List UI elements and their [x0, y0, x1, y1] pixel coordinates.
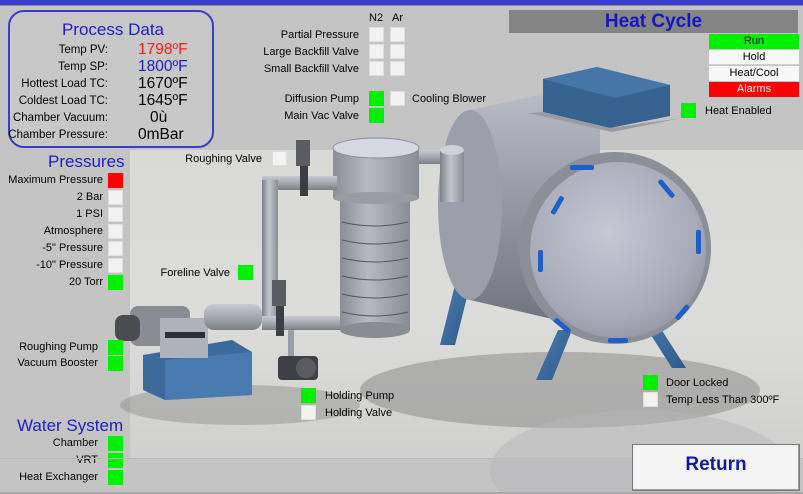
diffusion-pump-indicator — [369, 91, 384, 106]
foreline-valve-indicator — [238, 265, 253, 280]
temp-pv-label: Temp PV: — [58, 44, 108, 56]
door-locked-label: Door Locked — [666, 377, 729, 389]
large-backfill-valve-label: Large Backfill Valve — [263, 46, 359, 58]
holding-pump-indicator — [301, 388, 316, 403]
holding-valve-indicator — [301, 405, 316, 420]
holding-valve-label: Holding Valve — [325, 407, 393, 419]
1-psi-label: 1 PSI — [76, 208, 103, 220]
minus-5-pressure-label: -5" Pressure — [42, 242, 103, 254]
ar-column-header: Ar — [392, 12, 403, 24]
water-vrt-indicator — [108, 453, 123, 468]
heat-exchanger-label: Heat Exchanger — [19, 471, 98, 483]
maximum-pressure-label: Maximum Pressure — [8, 174, 103, 186]
bottom-border — [0, 492, 803, 494]
state-hold[interactable]: Hold — [709, 50, 799, 65]
roughing-pump-indicator — [108, 340, 123, 355]
water-system-title: Water System — [17, 416, 124, 435]
2-bar-label: 2 Bar — [76, 191, 103, 203]
state-alarms[interactable]: Alarms — [709, 82, 799, 97]
atmosphere-indicator — [108, 224, 123, 239]
minus-10-pressure-indicator — [108, 258, 123, 273]
water-chamber-label: Chamber — [52, 437, 98, 449]
coldest-load-tc-value: 1645ºF — [138, 92, 188, 109]
holding-pump-label: Holding Pump — [325, 390, 395, 402]
floor-divider — [0, 458, 803, 459]
chamber-pressure-value: 0mBar — [138, 126, 184, 143]
small-backfill-n2-indicator — [369, 61, 384, 76]
heat-enabled-label: Heat Enabled — [705, 105, 772, 117]
pressures-title: Pressures — [48, 152, 125, 171]
partial-pressure-ar-indicator — [390, 27, 405, 42]
return-button[interactable]: Return — [632, 444, 800, 491]
roughing-valve-indicator — [272, 151, 287, 166]
process-data-title: Process Data — [61, 20, 165, 39]
heat-exchanger-indicator — [108, 470, 123, 485]
maximum-pressure-indicator — [108, 173, 123, 188]
cooling-blower-label: Cooling Blower — [412, 93, 486, 105]
large-backfill-ar-indicator — [390, 44, 405, 59]
small-backfill-valve-label: Small Backfill Valve — [263, 63, 359, 75]
chamber-vacuum-label: Chamber Vacuum: — [12, 112, 108, 124]
roughing-valve-label: Roughing Valve — [185, 153, 262, 165]
main-vac-valve-indicator — [369, 108, 384, 123]
20-torr-indicator — [108, 275, 123, 290]
heat-cycle-title: Heat Cycle — [604, 11, 703, 32]
20-torr-label: 20 Torr — [68, 276, 103, 288]
2-bar-indicator — [108, 190, 123, 205]
atmosphere-label: Atmosphere — [43, 225, 103, 237]
partial-pressure-n2-indicator — [369, 27, 384, 42]
1-psi-indicator — [108, 207, 123, 222]
n2-column-header: N2 — [369, 12, 384, 24]
temp-less-than-300-label: Temp Less Than 300ºF — [666, 394, 780, 406]
heat-cycle-header — [509, 10, 798, 33]
vacuum-booster-indicator — [108, 356, 123, 371]
heat-enabled-indicator — [681, 103, 696, 118]
vacuum-booster-label: Vacuum Booster — [17, 357, 98, 369]
water-chamber-indicator — [108, 436, 123, 451]
process-data-panel: Process Data Temp PV: 1798ºF Temp SP: 18… — [8, 10, 214, 148]
temp-sp-label: Temp SP: — [58, 61, 108, 73]
water-vrt-label: VRT — [76, 454, 98, 466]
roughing-pump-label: Roughing Pump — [19, 341, 98, 353]
chamber-pressure-label: Chamber Pressure: — [8, 129, 108, 141]
minus-10-pressure-label: -10" Pressure — [36, 259, 103, 271]
temp-pv-value: 1798ºF — [138, 41, 188, 58]
temp-sp-value: 1800ºF — [138, 58, 188, 75]
coldest-load-tc-label: Coldest Load TC: — [18, 95, 108, 107]
main-vac-valve-label: Main Vac Valve — [284, 110, 359, 122]
chamber-vacuum-value: 0ù — [150, 109, 168, 126]
diffusion-pump-label: Diffusion Pump — [284, 93, 359, 105]
state-heat-cool[interactable]: Heat/Cool — [709, 66, 799, 81]
large-backfill-n2-indicator — [369, 44, 384, 59]
foreline-valve-label: Foreline Valve — [160, 267, 231, 279]
top-title-bar — [0, 0, 803, 6]
cooling-blower-indicator — [390, 91, 405, 106]
state-run[interactable]: Run — [709, 34, 799, 49]
partial-pressure-label: Partial Pressure — [280, 29, 359, 41]
hottest-load-tc-value: 1670ºF — [138, 75, 188, 92]
temp-less-than-300-indicator — [643, 392, 658, 407]
door-locked-indicator — [643, 375, 658, 390]
hottest-load-tc-label: Hottest Load TC: — [21, 78, 108, 90]
small-backfill-ar-indicator — [390, 61, 405, 76]
minus-5-pressure-indicator — [108, 241, 123, 256]
